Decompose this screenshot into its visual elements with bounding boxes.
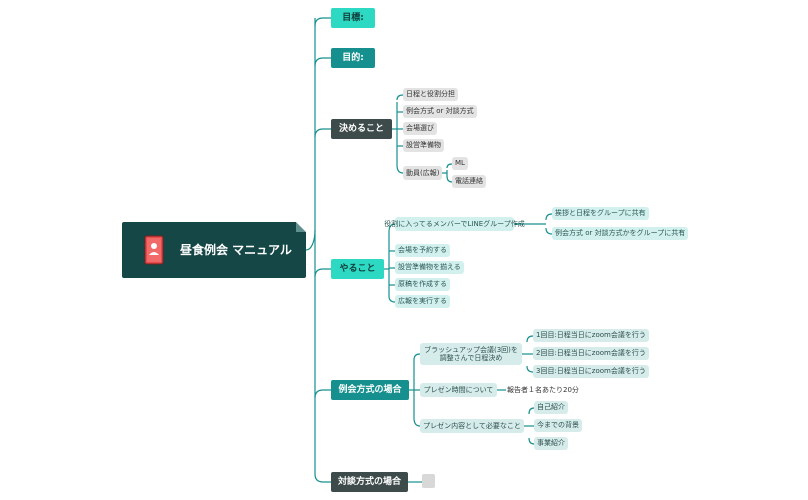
address-book-icon: [144, 235, 164, 265]
presen-time-child[interactable]: 報告者１名あたり20分: [507, 385, 579, 394]
yaru-item[interactable]: 原稿を作成する: [395, 278, 450, 291]
presen-content[interactable]: プレゼン内容として必要なこと: [420, 419, 524, 433]
yaru-item[interactable]: 設営準備物を揃える: [395, 261, 464, 274]
branch-mokuhyo[interactable]: 目標:: [331, 8, 375, 28]
branch-yaru[interactable]: やること: [331, 259, 384, 279]
yaru-item[interactable]: 会場を予約する: [395, 244, 450, 257]
kimeru-item[interactable]: 設営準備物: [403, 139, 444, 152]
branch-mokuteki[interactable]: 目的:: [331, 48, 375, 68]
doin-child[interactable]: ML: [452, 157, 468, 170]
brushup-child[interactable]: 2回目:日程当日にzoom会議を行う: [533, 347, 649, 360]
branch-taidan[interactable]: 対談方式の場合: [331, 472, 408, 492]
branch-reikai[interactable]: 例会方式の場合: [331, 380, 409, 400]
corner-fold: [296, 222, 306, 232]
doin-child[interactable]: 電話連絡: [452, 175, 486, 188]
collapsed-placeholder[interactable]: [422, 474, 435, 488]
brushup-meeting[interactable]: ブラッシュアップ会議(3回)を 調整さんで日程決め: [420, 343, 522, 365]
branch-kimeru[interactable]: 決めること: [331, 119, 392, 139]
presen-child[interactable]: 自己紹介: [534, 401, 568, 414]
kimeru-item[interactable]: 会場選び: [403, 122, 437, 135]
root-topic[interactable]: 昼食例会 マニュアル: [122, 222, 306, 278]
presen-child[interactable]: 今までの背景: [534, 419, 582, 432]
yaru-item[interactable]: 広報を実行する: [395, 295, 450, 308]
presen-time[interactable]: プレゼン時間について: [420, 383, 497, 397]
brushup-child[interactable]: 3回目:日程当日にzoom会議を行う: [533, 365, 649, 378]
yaru-line-group[interactable]: 役割に入ってるメンバーでLINEグループ作成: [384, 217, 525, 231]
kimeru-item[interactable]: 日程と役割分担: [403, 88, 458, 101]
kimeru-item-doin[interactable]: 動員(広報): [403, 166, 443, 180]
line-group-child[interactable]: 例会方式 or 対談方式かをグループに共有: [552, 227, 689, 240]
line-group-child[interactable]: 挨拶と日程をグループに共有: [552, 207, 649, 220]
kimeru-item[interactable]: 例会方式 or 対談方式: [403, 105, 477, 118]
brushup-child[interactable]: 1回目:日程当日にzoom会議を行う: [533, 329, 649, 342]
root-title: 昼食例会 マニュアル: [180, 242, 292, 257]
presen-child[interactable]: 事業紹介: [534, 437, 568, 450]
